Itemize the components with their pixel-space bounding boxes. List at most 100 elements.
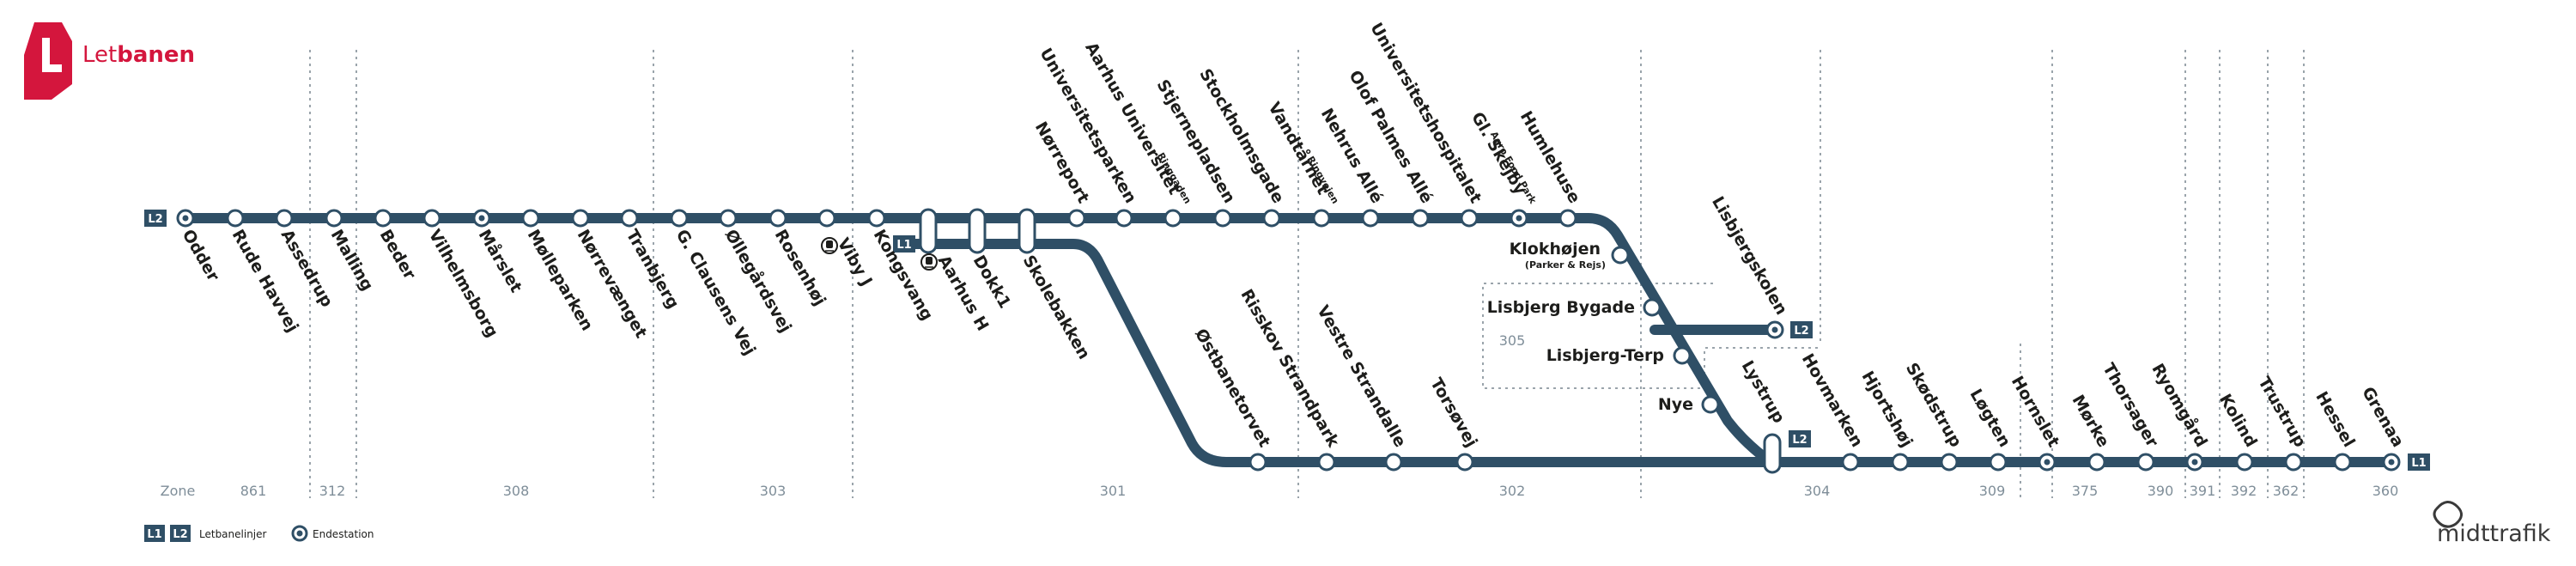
station-label-morke: Mørke <box>2068 392 2112 450</box>
station-marker-terminal-dot <box>478 215 485 222</box>
station-marker-aarhus-h[interactable] <box>919 208 938 254</box>
station-marker-kongsvang[interactable] <box>867 209 886 228</box>
station-marker-vilhelmsborg[interactable] <box>422 209 441 228</box>
station-marker-rosenhoj[interactable] <box>769 209 787 228</box>
legend-l1-tag <box>144 525 165 542</box>
station-marker-humlehuse[interactable] <box>1558 209 1577 228</box>
zone-number: 301 <box>1100 483 1127 499</box>
zone-number: 375 <box>2072 483 2099 499</box>
station-marker-vestre-strandalle[interactable] <box>1384 453 1403 472</box>
station-marker-universitetsparken[interactable] <box>1115 209 1133 228</box>
line-tag-label: L2 <box>148 213 162 226</box>
zone-title: Zone <box>161 483 196 499</box>
legend-l2-label: L2 <box>173 528 187 541</box>
line-tag-l2-lisbjergskolen: L2 <box>1790 321 1813 338</box>
station-labels-branch: Klokhøjen (Parker & Rejs) Lisbjerg Bygad… <box>1487 193 1791 414</box>
zone-number: 390 <box>2148 483 2174 499</box>
station-marker-trustrup[interactable] <box>2284 453 2303 472</box>
station-marker-thorsager[interactable] <box>2136 453 2155 472</box>
zone-number: 362 <box>2273 483 2300 499</box>
line-paths <box>180 213 2397 467</box>
line-tag-label: L2 <box>1792 434 1807 447</box>
line-tag-l2-odder: L2 <box>144 210 167 227</box>
letbanen-logo-text: Letbanen <box>82 42 195 68</box>
zone-labels: Zone 861 312 308 303 301 302 304 309 375… <box>161 332 2399 499</box>
station-label-grenaa: Grenaa <box>2358 384 2408 451</box>
station-marker-nehrus-alle[interactable] <box>1361 209 1380 228</box>
line-tag-label: L1 <box>2411 457 2426 470</box>
station-marker-stockholmsgade[interactable] <box>1262 209 1281 228</box>
station-marker-tranbjerg[interactable] <box>620 209 639 228</box>
zone-number: 304 <box>1804 483 1831 499</box>
station-marker-skodstrup[interactable] <box>1940 453 1959 472</box>
station-marker-terminal-dot <box>2388 459 2395 466</box>
station-label-klokhojen: Klokhøjen <box>1510 240 1601 259</box>
station-label-torsovej: Torsøvej <box>1426 374 1481 450</box>
station-marker-olleg[interactable] <box>719 209 738 228</box>
station-label-viby-j: Viby J <box>834 235 876 289</box>
station-label-ostbanetorvet: Østbanetorvet <box>1191 326 1274 450</box>
line-tag-label: L1 <box>896 239 911 252</box>
station-marker-terminal-dot <box>1516 215 1522 222</box>
station-marker-kolind[interactable] <box>2235 453 2254 472</box>
station-marker-g-clausens-vej[interactable] <box>670 209 689 228</box>
station-sublabel-parker-rejs: (Parker & Rejs) <box>1525 259 1606 271</box>
station-marker-norreport[interactable] <box>1067 209 1086 228</box>
station-marker-dokk1[interactable] <box>968 208 987 254</box>
logo-letter-foot <box>42 64 62 72</box>
station-marker-mollevangen[interactable] <box>521 209 540 228</box>
station-label-skolebakken: Skolebakken <box>1019 253 1094 363</box>
station-marker-morke[interactable] <box>2087 453 2106 472</box>
line-tag-l2-lystrup: L2 <box>1789 430 1811 447</box>
logo-letter-stem <box>42 38 50 72</box>
station-marker-universitetshospitalet[interactable] <box>1460 209 1479 228</box>
station-marker-assedrup[interactable] <box>275 209 294 228</box>
station-marker-stjernepladsen[interactable] <box>1213 209 1232 228</box>
station-marker-vandtarnet[interactable] <box>1312 209 1331 228</box>
train-icon-body <box>826 240 833 248</box>
midttrafik-logo-text: midttrafik <box>2437 520 2551 547</box>
station-marker-malling[interactable] <box>325 209 343 228</box>
line-tag-bg <box>1789 430 1811 447</box>
station-marker-lystrup[interactable] <box>1763 433 1782 474</box>
midttrafik-logo-mark <box>2433 501 2463 528</box>
station-markers <box>176 208 2401 474</box>
station-label-nye: Nye <box>1658 395 1693 414</box>
line-tag-bg <box>1790 321 1813 338</box>
station-marker-logten[interactable] <box>1989 453 2008 472</box>
legend-terminal-dot <box>296 530 303 537</box>
train-icon <box>920 253 938 271</box>
station-marker-beder[interactable] <box>374 209 392 228</box>
station-marker-rude-havvej[interactable] <box>226 209 245 228</box>
station-marker-hovmarken[interactable] <box>1841 453 1860 472</box>
station-label-lisbjerg-terp: Lisbjerg-Terp <box>1546 346 1664 365</box>
station-marker-skolebakken[interactable] <box>1018 208 1036 254</box>
station-label-hornslet: Hornslet <box>2008 373 2063 450</box>
zone-number: 391 <box>2190 483 2216 499</box>
station-label-trustrup: Trustrup <box>2254 374 2309 451</box>
station-marker-hjortshoj[interactable] <box>1891 453 1910 472</box>
station-marker-viby-j[interactable] <box>817 209 836 228</box>
station-marker-terminal-dot <box>2191 459 2198 466</box>
line-tag-bg <box>144 210 167 227</box>
line-tag-bg <box>893 235 915 253</box>
station-marker-torsovej[interactable] <box>1455 453 1474 472</box>
station-marker-olof-palmes-alle[interactable] <box>1411 209 1430 228</box>
station-marker-lisbjerg-terp[interactable] <box>1673 346 1692 365</box>
station-marker-risskov-strandpark[interactable] <box>1317 453 1336 472</box>
zone-dividers <box>309 50 2305 498</box>
station-marker-lisbjerg-bygade[interactable] <box>1643 298 1662 317</box>
zone-number: 302 <box>1499 483 1526 499</box>
station-marker-nye[interactable] <box>1701 395 1720 414</box>
station-marker-aarhus-universitet[interactable] <box>1163 209 1182 228</box>
line-tag-bg <box>2408 453 2430 471</box>
station-label-hessel: Hessel <box>2312 388 2358 450</box>
station-marker-ostbanetorvet[interactable] <box>1249 453 1267 472</box>
station-marker-hessel[interactable] <box>2333 453 2352 472</box>
station-marker-norrevangen[interactable] <box>571 209 590 228</box>
legend: L1 L2 Letbanelinjer Endestation <box>144 525 374 542</box>
station-labels-main-above: Nørreport Universitetsparken Aarhus Univ… <box>1031 20 1584 207</box>
zone-number: 312 <box>319 483 346 499</box>
station-marker-klokhojen[interactable] <box>1611 246 1630 265</box>
